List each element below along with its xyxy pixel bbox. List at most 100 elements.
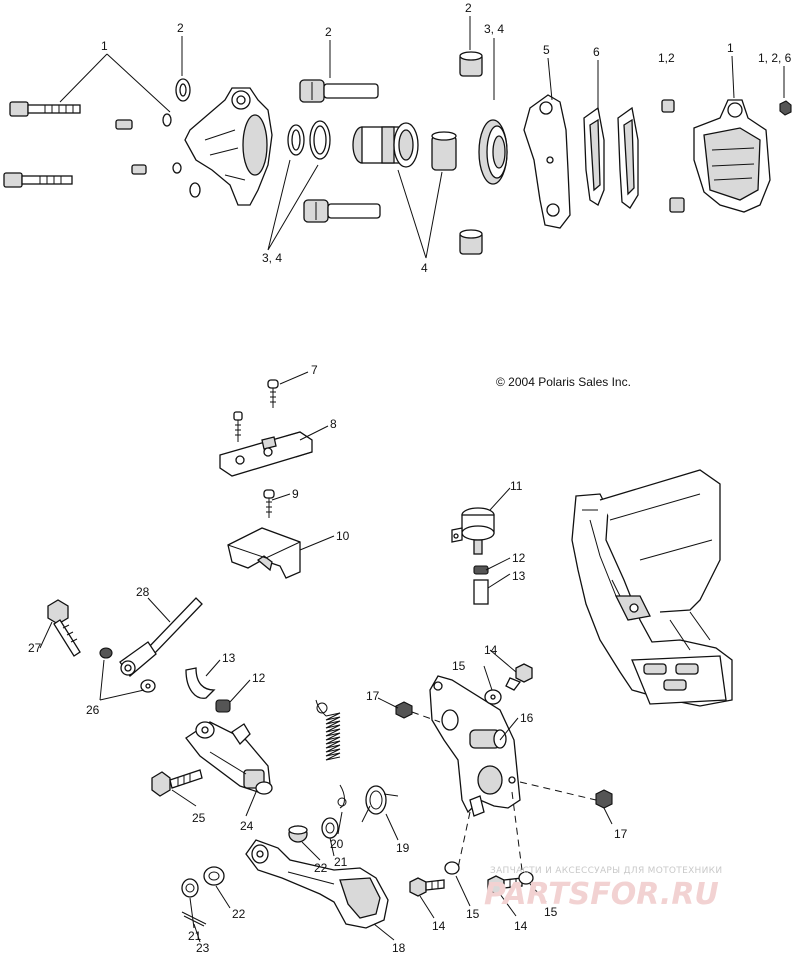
callout-1: 1 bbox=[101, 39, 108, 53]
hex-nut-small bbox=[779, 100, 792, 116]
callout-1: 1 bbox=[727, 41, 734, 55]
washer-15-lower-right bbox=[518, 871, 534, 885]
callout-6: 6 bbox=[593, 45, 600, 59]
callout-14: 14 bbox=[514, 919, 528, 933]
copyright-notice: © 2004 Polaris Sales Inc. bbox=[496, 375, 631, 389]
callout-22: 22 bbox=[232, 907, 246, 921]
callout-28: 28 bbox=[136, 585, 150, 599]
hose-13 bbox=[473, 579, 489, 605]
dust-boot bbox=[478, 119, 508, 185]
master-cylinder bbox=[185, 721, 273, 795]
hose-clamp bbox=[215, 699, 231, 713]
top-leader-lines bbox=[59, 16, 785, 259]
watermark-caption: ЗАПЧАСТИ И АКСЕССУАРЫ ДЛЯ МОТОТЕХНИКИ bbox=[490, 866, 722, 876]
callout-17: 17 bbox=[614, 827, 628, 841]
pin-bushing-upper bbox=[661, 99, 675, 113]
bottom-leader-lines bbox=[39, 371, 613, 943]
washer-15-lower-left bbox=[444, 861, 460, 875]
bleeder-fitting bbox=[115, 119, 133, 130]
callout-13: 13 bbox=[222, 651, 236, 665]
callout-11: 11 bbox=[510, 479, 523, 493]
bushing-lower bbox=[459, 229, 483, 255]
callout-15: 15 bbox=[452, 659, 466, 673]
callout-9: 9 bbox=[292, 487, 299, 501]
washer-small-2 bbox=[172, 162, 182, 174]
pin-bushing-lower bbox=[669, 197, 685, 213]
bushing-22 bbox=[288, 825, 308, 843]
callout-8: 8 bbox=[330, 417, 337, 431]
callout-14: 14 bbox=[432, 919, 446, 933]
callout-2: 2 bbox=[177, 21, 184, 35]
caliper-bolt-upper bbox=[9, 101, 81, 117]
guide-pin-upper bbox=[299, 79, 379, 103]
bleeder-fitting-lower bbox=[131, 164, 147, 175]
bolt-14-lower-left bbox=[409, 877, 445, 897]
bolt-25 bbox=[151, 769, 203, 797]
hose-clamp-12 bbox=[473, 565, 489, 575]
callout-2: 2 bbox=[465, 1, 472, 15]
nut-17-left bbox=[395, 701, 413, 719]
callout-15: 15 bbox=[544, 905, 558, 919]
callout-26: 26 bbox=[86, 703, 100, 717]
cotter-pin-23 bbox=[181, 911, 207, 927]
lower-clamp bbox=[227, 489, 301, 579]
callout-10: 10 bbox=[336, 529, 350, 543]
callout-1-2-6: 1, 2, 6 bbox=[758, 51, 792, 65]
callout-25: 25 bbox=[192, 811, 206, 825]
callout-23: 23 bbox=[196, 941, 210, 954]
callout-18: 18 bbox=[392, 941, 406, 954]
callout-2: 2 bbox=[325, 25, 332, 39]
brake-rod bbox=[119, 597, 203, 677]
washer-21 bbox=[321, 817, 339, 839]
piston bbox=[352, 122, 419, 168]
washer-small-3 bbox=[189, 182, 201, 198]
watermark-logo: PARTSFOR.RU bbox=[484, 877, 719, 912]
alignment-dashes bbox=[411, 711, 597, 871]
callout-16: 16 bbox=[520, 711, 534, 725]
bottom-callouts: 7 8 9 10 11 12 13 28 27 26 13 12 14 15 1… bbox=[28, 363, 628, 954]
callout-5: 5 bbox=[543, 43, 550, 57]
callout-17: 17 bbox=[366, 689, 380, 703]
callout-19: 19 bbox=[396, 841, 410, 855]
bushing-upper bbox=[459, 51, 483, 77]
callout-12: 12 bbox=[512, 551, 526, 565]
piston-insulator bbox=[431, 131, 457, 171]
callout-14: 14 bbox=[484, 643, 498, 657]
callout-15: 15 bbox=[466, 907, 480, 921]
nut-17-right bbox=[595, 789, 613, 809]
torsion-spring bbox=[361, 785, 399, 823]
top-callouts: 1 2 2 2 3, 4 3, 4 4 5 6 1,2 1 1, 2, 6 bbox=[101, 1, 792, 275]
callout-21: 21 bbox=[188, 929, 202, 943]
callout-13: 13 bbox=[512, 569, 526, 583]
mounting-plate bbox=[429, 675, 521, 817]
handlebar-clamp bbox=[219, 379, 313, 477]
callout-4: 4 bbox=[421, 261, 428, 275]
callout-7: 7 bbox=[311, 363, 318, 377]
callout-20: 20 bbox=[330, 837, 344, 851]
return-spring bbox=[315, 699, 347, 809]
callout-22: 22 bbox=[314, 861, 328, 875]
washer-small bbox=[162, 113, 172, 127]
caliper-bolt-lower bbox=[3, 172, 73, 188]
callout-3-4: 3, 4 bbox=[262, 251, 282, 265]
washer-22 bbox=[203, 866, 225, 886]
callout-3-4: 3, 4 bbox=[484, 22, 504, 36]
washer-26-upper bbox=[99, 647, 113, 659]
guide-pin-lower bbox=[303, 199, 381, 223]
bolt-27 bbox=[47, 599, 81, 657]
callout-12: 12 bbox=[252, 671, 266, 685]
callout-27: 27 bbox=[28, 641, 42, 655]
bolt-14-upper bbox=[505, 663, 533, 691]
washer-21-lower bbox=[181, 878, 199, 898]
callout-24: 24 bbox=[240, 819, 254, 833]
brake-hose bbox=[185, 667, 231, 713]
callout-1-2: 1,2 bbox=[658, 51, 675, 65]
vehicle-frame bbox=[571, 469, 733, 707]
caliper-assembly bbox=[3, 51, 792, 255]
callout-21: 21 bbox=[334, 855, 348, 869]
bolt-14-lower-right bbox=[487, 875, 523, 895]
brake-reservoir bbox=[451, 507, 495, 605]
brake-pedal bbox=[245, 839, 389, 929]
partsfor-watermark: ЗАПЧАСТИ И АКСЕССУАРЫ ДЛЯ МОТОТЕХНИКИ PA… bbox=[484, 866, 722, 912]
